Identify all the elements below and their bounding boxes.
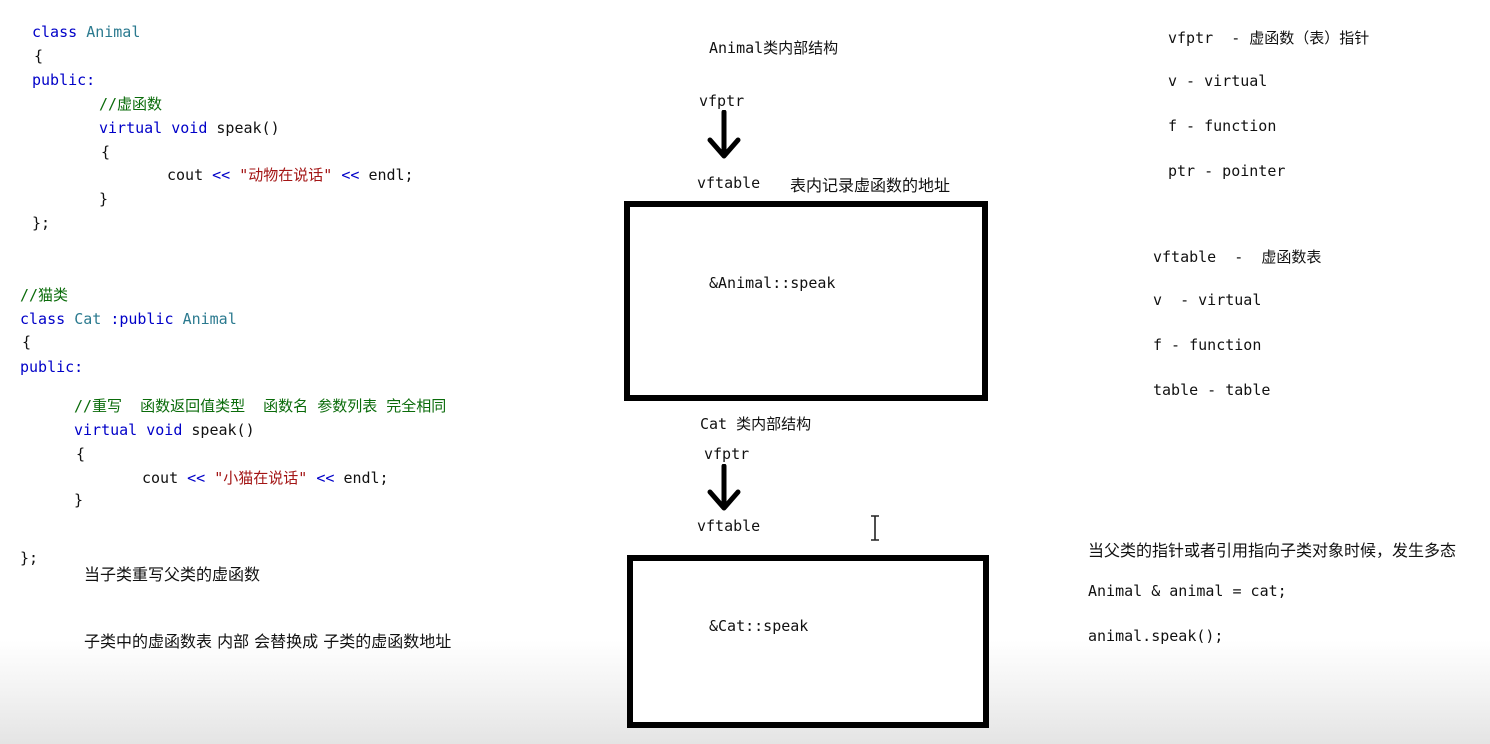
- polymorphism-example-line: animal.speak();: [1088, 627, 1224, 645]
- code-token: endl;: [343, 469, 389, 487]
- vftable-replace-note: 子类中的虚函数表 内部 会替换成 子类的虚函数地址: [84, 632, 452, 651]
- code-token: cout: [167, 166, 204, 184]
- operator: <<: [341, 166, 360, 184]
- vftable-table: table - table: [1153, 381, 1271, 399]
- code-line: };: [32, 214, 51, 232]
- vfptr-v: v - virtual: [1168, 72, 1268, 90]
- code-line: {: [22, 333, 32, 351]
- string-literal: "动物在说话": [239, 166, 333, 184]
- code-token: endl;: [368, 166, 414, 184]
- down-arrow-icon: [707, 464, 741, 511]
- code-line: }: [99, 190, 109, 208]
- function-name: speak(): [216, 119, 280, 137]
- code-comment: //重写 函数返回值类型 函数名 参数列表 完全相同: [74, 397, 447, 415]
- cat-structure-title: Cat 类内部结构: [700, 415, 812, 433]
- code-line: {: [76, 445, 86, 463]
- operator: <<: [212, 166, 231, 184]
- function-name: speak(): [191, 421, 255, 439]
- code-line: };: [20, 549, 39, 567]
- code-line: public:: [20, 358, 84, 376]
- code-line: }: [74, 491, 84, 509]
- cat-vftable-entry: &Cat::speak: [709, 617, 809, 635]
- string-literal: "小猫在说话": [214, 469, 308, 487]
- base-class-name: Animal: [182, 310, 237, 328]
- code-line: virtual void speak(): [74, 421, 255, 439]
- keyword: class: [32, 23, 78, 41]
- class-name: Animal: [86, 23, 141, 41]
- keyword: class: [20, 310, 66, 328]
- keyword: virtual void: [99, 119, 208, 137]
- cat-vftable-box: [627, 555, 989, 728]
- animal-vftable-label: vftable: [697, 174, 761, 192]
- vfptr-ptr: ptr - pointer: [1168, 162, 1286, 180]
- animal-vftable-entry: &Animal::speak: [709, 274, 836, 292]
- vfptr-definition: vfptr - 虚函数（表）指针: [1168, 29, 1370, 47]
- code-line: class Cat :public Animal: [20, 310, 237, 328]
- down-arrow-icon: [707, 110, 741, 159]
- animal-structure-title: Animal类内部结构: [709, 39, 839, 57]
- text-cursor-icon: [871, 515, 879, 541]
- code-line: cout << "动物在说话" << endl;: [167, 166, 414, 184]
- code-comment: //虚函数: [99, 95, 163, 113]
- cat-vftable-label: vftable: [697, 517, 761, 535]
- vftable-definition: vftable - 虚函数表: [1153, 248, 1322, 266]
- keyword: virtual void: [74, 421, 183, 439]
- code-line: {: [101, 143, 111, 161]
- cat-vfptr-label: vfptr: [704, 445, 750, 463]
- override-note: 当子类重写父类的虚函数: [84, 565, 261, 584]
- polymorphism-example-line: Animal & animal = cat;: [1088, 582, 1287, 600]
- animal-vfptr-label: vfptr: [699, 92, 745, 110]
- code-token: cout: [142, 469, 179, 487]
- animal-vftable-box: [624, 201, 988, 401]
- class-name: Cat: [74, 310, 102, 328]
- code-comment: //猫类: [20, 286, 69, 304]
- vfptr-f: f - function: [1168, 117, 1277, 135]
- vftable-v: v - virtual: [1153, 291, 1262, 309]
- animal-vftable-note: 表内记录虚函数的地址: [790, 176, 951, 195]
- code-line: cout << "小猫在说话" << endl;: [142, 469, 389, 487]
- operator: <<: [187, 469, 206, 487]
- code-line: virtual void speak(): [99, 119, 280, 137]
- vftable-f: f - function: [1153, 336, 1262, 354]
- code-line: {: [34, 47, 44, 65]
- operator: <<: [316, 469, 335, 487]
- code-line: class Animal: [32, 23, 140, 41]
- polymorphism-note: 当父类的指针或者引用指向子类对象时候，发生多态: [1088, 541, 1457, 560]
- code-line: public:: [32, 71, 96, 89]
- keyword: :public: [110, 310, 174, 328]
